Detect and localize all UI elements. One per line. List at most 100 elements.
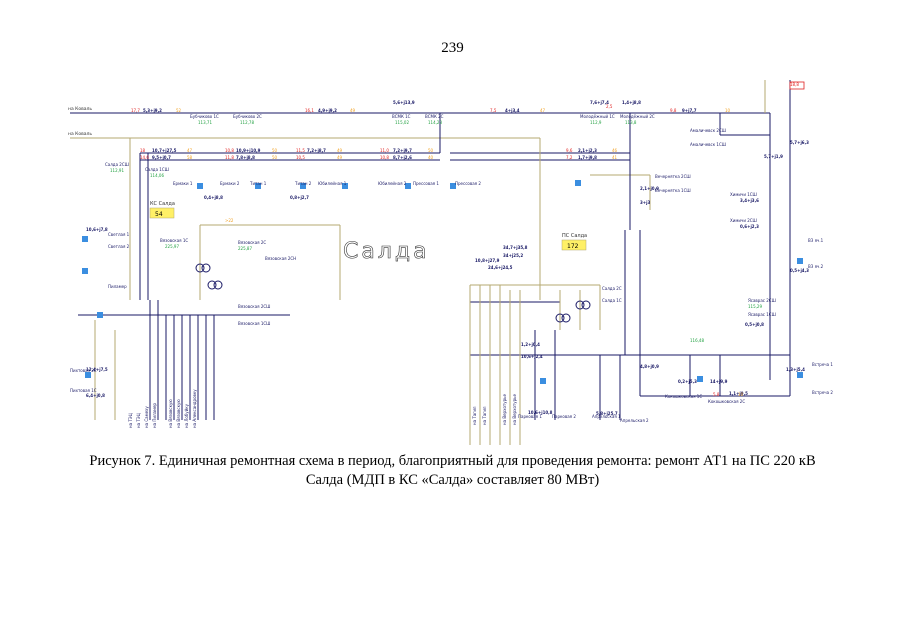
substation-label: Кокошковская 1С (665, 394, 702, 399)
substation-label: Ясаврас 1СШ (748, 312, 776, 317)
flow-label: 7,2+j9,7 (393, 148, 412, 153)
substation-label: Бубчиково 1С (190, 114, 219, 119)
svg-text:11,8: 11,8 (225, 155, 234, 160)
flow-label: 0,5+j0,8 (745, 322, 764, 327)
flow-label: 10,7+j27,5 (152, 148, 177, 153)
node-svetlaya-1 (82, 236, 88, 242)
flow-label: 0,8+j2,7 (290, 195, 309, 200)
direction-label: на Вязовскую (176, 399, 181, 428)
svg-text:11,0: 11,0 (380, 148, 389, 153)
flow-label: 6,4+j0,8 (86, 393, 105, 398)
voltage-label: 112,91 (110, 168, 124, 173)
svg-text:10,8: 10,8 (225, 148, 234, 153)
flow-label: 2,1+j0,9 (640, 186, 659, 191)
substation-label: Салда 2СШ (105, 162, 129, 167)
node-pilamer (97, 312, 103, 318)
top-label-2: на Коваль (68, 131, 92, 137)
substation-label: Пихтовая 2С (70, 368, 97, 373)
ps-salda-box (561, 239, 587, 251)
top-right-box (789, 81, 805, 90)
substation-label: Салда 1С (602, 298, 622, 303)
substation-label: Апрельская 1 (592, 414, 621, 419)
voltage-label: 113,71 (198, 120, 212, 125)
flow-label: 14+j9,9 (710, 379, 728, 384)
substation-label: Пихтовая 1С (70, 388, 97, 393)
flow-label: 10,6+j10,8 (528, 410, 553, 415)
direction-labels: на Тагил на Тагил на Верхотурье на Верхо… (128, 389, 517, 428)
flow-label: 1,3+j5,4 (786, 367, 805, 372)
svg-text:58: 58 (187, 155, 193, 160)
voltage-label: 114,06 (150, 173, 164, 178)
flow-label: 2,1+j2,3 (578, 148, 597, 153)
svg-text:40: 40 (428, 155, 434, 160)
flow-label: 1,2+j0,4 (521, 342, 540, 347)
svg-text:47: 47 (187, 148, 193, 153)
svg-text:46: 46 (612, 148, 618, 153)
flow-label: 5,8+j25,7 (596, 411, 618, 416)
flow-label: 34+j25,2 (503, 253, 523, 258)
flow-label: 10,8+j27,9 (475, 258, 500, 263)
direction-label: на Тагил (472, 406, 477, 425)
flow-label: 5,7+j1,9 (764, 154, 783, 159)
substation-label: Вязовская 2СШ (238, 304, 270, 309)
substation-label: Бубчиково 2С (233, 114, 262, 119)
olive-lines (70, 80, 766, 445)
svg-text:16,1: 16,1 (305, 108, 314, 113)
flow-label: 24,6+j24,5 (488, 265, 513, 270)
node-vz-1 (797, 258, 803, 264)
flow-label: 10,9+j10,9 (236, 148, 261, 153)
svg-text:14,6: 14,6 (140, 155, 149, 160)
flow-label: 0,5+j4,3 (790, 268, 809, 273)
power-grid-scheme: Салда на Коваль на Коваль КС Салда 54 ПС… (68, 80, 833, 445)
substation-label: Светлая 2 (108, 244, 130, 249)
direction-label: на ТЭЦ (128, 413, 133, 428)
substation-label: Апрельская 2 (620, 418, 649, 423)
flow-label: 1,1+j9,5 (729, 391, 748, 396)
svg-text:17,7: 17,7 (131, 108, 140, 113)
flow-label: 9+j7,7 (682, 108, 697, 113)
svg-text:49: 49 (337, 148, 343, 153)
node-parkovaya (540, 378, 546, 384)
substation-label: Вязовская 2СН (265, 256, 296, 261)
node-yubileynaya-2 (405, 183, 411, 189)
node-ermaki-1 (197, 183, 203, 189)
flow-label: 4+j3,4 (505, 108, 520, 113)
diagram-title: Салда (343, 239, 430, 264)
svg-text:10: 10 (725, 108, 731, 113)
flow-label: 3+j3 (640, 200, 651, 205)
flow-label: 0,2+j5,3 (678, 379, 697, 384)
flow-label: 4,9+j9,2 (318, 108, 337, 113)
voltage-label: 115,29 (748, 304, 762, 309)
substation-label: ВСМК 1С (392, 114, 411, 119)
svg-text:9,8: 9,8 (670, 108, 677, 113)
direction-label: на Александровку (192, 389, 197, 428)
node-pikhtovaya-2 (85, 372, 91, 378)
substation-label: Парковая 1 (518, 414, 542, 419)
svg-text:52: 52 (176, 108, 182, 113)
node-kokoshkovskaya (697, 376, 703, 382)
svg-text:9,6: 9,6 (566, 148, 573, 153)
direction-label: на Верхотурье (512, 394, 517, 425)
flow-label: 5,7+j6,3 (790, 140, 809, 145)
transformer-symbols (195, 263, 591, 323)
voltage-label: 113,8 (625, 120, 637, 125)
substation-label: Вечернятка 2СШ (655, 174, 691, 179)
svg-text:7,5: 7,5 (490, 108, 497, 113)
substation-label: Прессовая 1 (413, 181, 439, 186)
substation-label: Титан 1 (249, 181, 267, 186)
flow-label: 10,6+j2,4 (521, 354, 543, 359)
voltage-label: 225,97 (165, 244, 179, 249)
figure-caption: Рисунок 7. Единичная ремонтная схема в п… (60, 452, 845, 490)
substation-label: Ясаврас 2СШ (748, 298, 776, 303)
substation-label: Кокошковская 2С (708, 399, 745, 404)
node-titan-1 (255, 183, 261, 189)
flow-label: 7,6+j7,4 (590, 100, 609, 105)
substation-label: ВЗ яч.1 (808, 238, 824, 243)
flow-label: 9,5+j0,7 (152, 155, 171, 160)
direction-label: на ТЭЦ (136, 413, 141, 428)
voltage-label: 116,48 (690, 338, 704, 343)
substation-label: Прессовая 2 (455, 181, 481, 186)
svg-text:10: 10 (738, 392, 744, 397)
top-label-1: на Коваль (68, 106, 92, 112)
